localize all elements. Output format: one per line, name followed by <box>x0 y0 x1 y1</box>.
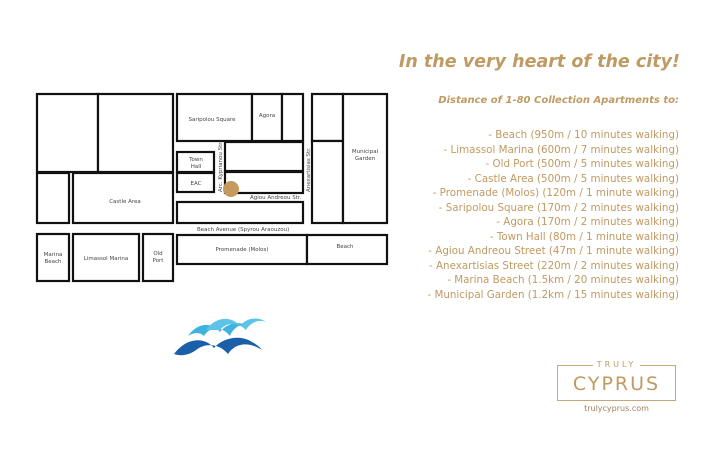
headline: In the very heart of the city! <box>398 52 680 72</box>
list-item: - Beach (950m / 10 minutes walking) <box>488 129 679 141</box>
promenade-block <box>175 233 309 266</box>
list-item: - Town Hall (80m / 1 minute walking) <box>489 230 679 243</box>
label-hall: Hall <box>191 164 202 170</box>
list-item: - Agiou Andreou Street (47m / 1 minute w… <box>428 245 679 257</box>
label-limassol-marina: Limassol Marina <box>84 256 128 262</box>
eac-block <box>175 171 216 194</box>
label-eac: EAC <box>191 181 202 187</box>
list-item: - Promenade (Molos) (120m / 1 minute wal… <box>432 187 679 199</box>
list-item: - Castle Area (500m / 5 minutes walking) <box>467 172 679 185</box>
label-beach: Beach <box>336 244 354 250</box>
list-item: - Limassol Marina (600m / 7 minutes walk… <box>443 143 679 156</box>
list-item: - Anexartisias Street (220m / 2 minutes … <box>429 259 679 272</box>
waves-icon <box>174 318 266 356</box>
label-promenade: Promenade (Molos) <box>215 247 268 253</box>
castle-area-block <box>71 171 175 225</box>
block <box>175 200 305 225</box>
saripolou-square-block <box>175 92 254 143</box>
block <box>35 171 71 225</box>
block <box>96 92 175 174</box>
label-garden: Garden <box>355 156 376 162</box>
distance-list: - Beach (950m / 10 minutes walking) - Li… <box>427 128 679 302</box>
list-item: - Old Port (500m / 5 minutes walking) <box>485 158 679 170</box>
label-agora: Agora <box>259 113 275 119</box>
website-link[interactable]: trulycyprus.com <box>584 404 649 413</box>
list-item: - Saripolou Square (170m / 2 minutes wal… <box>438 201 679 214</box>
label-marina: Marina <box>44 252 63 258</box>
label-municipal: Municipal <box>352 149 379 155</box>
block <box>280 92 305 143</box>
label-old: Old <box>153 251 162 257</box>
list-item: - Municipal Garden (1.2km / 15 minutes w… <box>427 288 679 301</box>
block <box>223 170 305 195</box>
marina-beach-block <box>35 232 71 283</box>
apartment-location-marker <box>223 181 239 197</box>
list-item: - Marina Beach (1.5km / 20 minutes walki… <box>447 274 679 286</box>
subheading: Distance of 1-80 Collection Apartments t… <box>438 95 679 106</box>
logo-cyprus: CYPRUS <box>572 373 661 395</box>
beach-block <box>305 233 389 266</box>
logo-truly: TRULY <box>592 360 641 369</box>
list-item: - Agora (170m / 2 minutes walking) <box>496 216 679 228</box>
label-beach-avenue: Beach Avenue (Spyrou Araouzou) <box>197 227 289 233</box>
truly-cyprus-logo: TRULY CYPRUS <box>557 360 676 401</box>
label-town: Town <box>188 157 203 163</box>
block <box>310 139 345 225</box>
label-port: Port <box>153 258 165 264</box>
label-anexartisias: Anexartisias Str. <box>306 147 312 192</box>
label-castle: Castle Area <box>109 199 141 205</box>
label-kyprianou: Arc. Kyprianou Str. <box>218 141 224 192</box>
old-port-block <box>141 232 175 283</box>
label-marina-beach: Beach <box>44 259 62 265</box>
municipal-garden-block <box>341 92 389 225</box>
limassol-marina-block <box>71 232 141 283</box>
block <box>223 140 305 173</box>
label-saripolou: Saripolou Square <box>189 117 237 123</box>
block <box>310 92 345 143</box>
block <box>35 92 100 174</box>
label-agiou-andreou: Agiou Andreou Str. <box>250 195 302 201</box>
